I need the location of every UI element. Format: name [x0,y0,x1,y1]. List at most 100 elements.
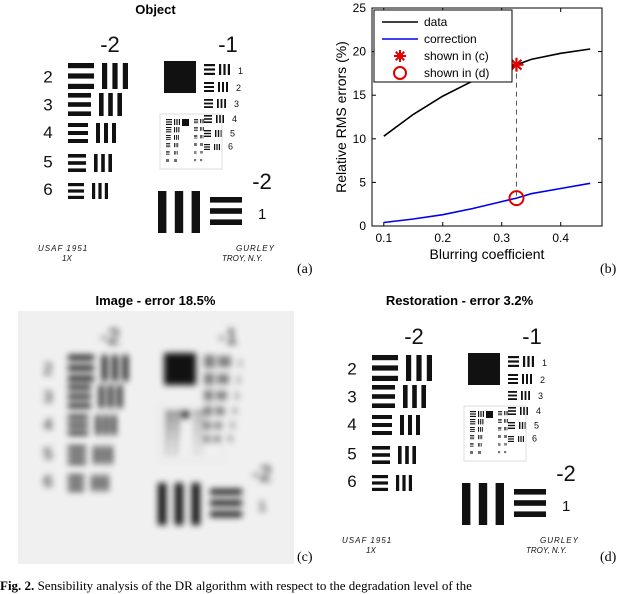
bar [194,135,197,136]
bar [203,119,204,123]
bar [372,446,390,450]
bar [219,144,220,150]
bar [68,394,91,399]
bar [68,154,86,158]
vertical-bar-set [102,355,128,381]
bar [478,443,479,447]
bar [218,374,220,384]
bar [470,421,475,422]
bar [416,355,421,381]
bar [204,103,213,105]
bar [215,130,216,137]
bar [200,411,201,415]
bar [507,411,508,415]
bar [470,446,474,447]
vertical-bar-set [174,127,179,132]
bar [202,119,203,123]
horizontal-bar-set [498,451,500,453]
element-label-6: 6 [43,472,52,491]
caption-label: Fig. 2. [0,578,34,593]
horizontal-bar-set [204,422,211,429]
bar [166,145,170,146]
bar [222,407,224,415]
horizontal-bar-set [470,451,473,454]
x-tick-label: 0.1 [375,231,392,245]
bar [194,411,198,412]
bar [470,444,474,445]
horizontal-bar-set [204,436,210,442]
bar [108,154,112,172]
bar [194,436,197,437]
bar [68,365,94,370]
bar [372,460,390,464]
bar [520,407,522,415]
horizontal-bar-set [498,411,502,415]
bar [201,135,202,138]
footer-left-line2: 1X [62,254,72,263]
bar [226,374,228,384]
vertical-bar-set [478,435,482,439]
bar [204,149,210,150]
bar [204,365,215,367]
horizontal-bar-set [508,436,514,442]
bar [176,411,177,417]
bar [372,394,395,399]
bar [174,151,175,155]
bar [470,443,474,444]
bar [372,403,395,408]
bar [202,143,203,146]
small-label-2: 2 [236,83,241,93]
bar [166,452,169,453]
bar [176,435,177,439]
bar [508,356,519,358]
bar [123,63,128,89]
bar [204,436,210,437]
bar [105,183,108,199]
bar [528,391,530,400]
bar [68,84,94,89]
bar [201,151,202,154]
bar [174,127,175,132]
bar [498,445,501,446]
vertical-bar-set [200,127,204,131]
bar [470,423,475,424]
vertical-bar-set [174,419,179,424]
horizontal-bar-set [508,422,515,429]
bar [372,475,388,478]
bar [166,444,170,445]
bar [521,391,523,400]
bar [194,119,198,120]
bar [219,356,221,367]
element-label-5: 5 [347,445,356,464]
element-label-6: 6 [43,180,52,199]
horizontal-bar-set [470,443,474,447]
bar [166,419,171,420]
bar [222,82,224,92]
bar [504,411,505,415]
group-label-minus-2: -2 [404,324,424,349]
bar [166,438,170,439]
bar [522,422,523,429]
bar [204,395,213,397]
bar [482,427,483,432]
bar [175,151,176,155]
bar [175,451,176,454]
bar [498,428,501,429]
vertical-bar-set [478,443,482,447]
element-label-3: 3 [43,387,52,406]
bar [166,151,170,152]
vertical-bar-set [174,427,179,432]
bar [498,444,501,445]
bar [409,475,412,491]
bar [505,443,506,446]
bar [496,483,504,525]
bar [221,391,223,400]
bar [504,435,505,438]
element-label-2: 2 [347,360,356,379]
vertical-bar-set [398,446,416,464]
bar [204,99,213,101]
bar [99,93,104,116]
bar [224,391,226,400]
horizontal-bar-set [372,355,398,381]
y-tick-label: 20 [353,45,367,59]
